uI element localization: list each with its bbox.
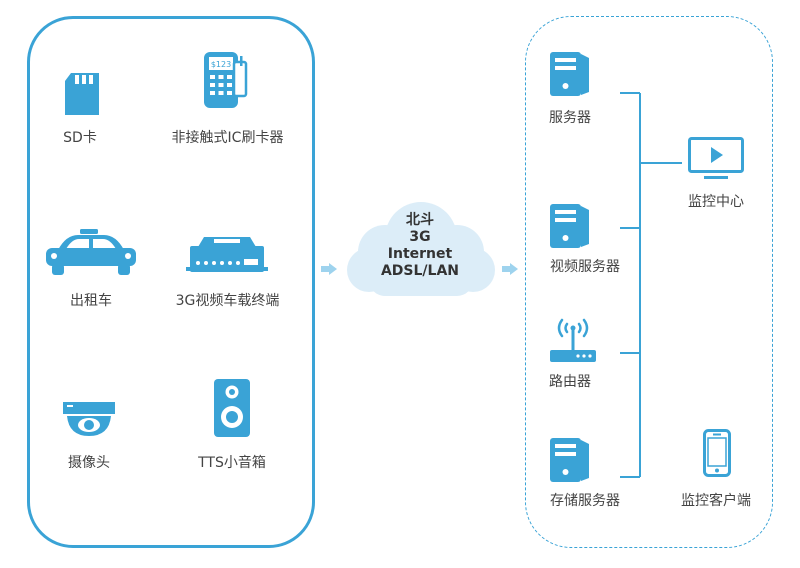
video-server-icon [550,204,590,248]
connector-lines [620,90,692,482]
arrow-right-icon [321,263,337,275]
camera-icon [63,402,115,438]
sd-card-icon [65,73,99,115]
router-icon [548,314,598,364]
cloud-icon [345,196,497,302]
monitor-icon [688,137,744,181]
card-reader-screen-text: $123 [211,60,231,69]
center-label-video-server: 视频服务器 [550,259,620,275]
center-label-storage-server: 存储服务器 [550,493,620,509]
center-label-server: 服务器 [549,110,591,126]
mobile-client-icon [703,429,731,477]
cloud-line-3g: 3G [409,229,431,245]
storage-server-icon [550,438,590,482]
terminal-label-ic-card-reader: 非接触式IC刷卡器 [171,130,284,146]
client-label-monitoring-center: 监控中心 [688,194,744,210]
cloud-network-labels: 北斗 3G Internet ADSL/LAN [350,212,490,280]
terminal-label-vehicle-terminal: 3G视频车载终端 [175,293,280,309]
server-icon [550,52,590,96]
terminal-label-camera: 摄像头 [68,455,110,471]
monitoring-center-panel [525,16,773,548]
client-label-monitoring-client: 监控客户端 [681,493,751,509]
terminal-label-sd-card: SD卡 [63,130,97,146]
arrow-right-icon [502,263,518,275]
cloud-line-internet: Internet [387,246,453,262]
terminal-devices-panel [27,16,315,548]
speaker-icon [214,379,250,437]
vehicle-terminal-icon [186,237,268,275]
taxi-icon [44,228,138,278]
cloud-line-beidou: 北斗 [406,212,434,228]
card-reader-icon: $123 [204,52,250,108]
terminal-label-taxi: 出租车 [70,293,112,309]
cloud-line-adsl-lan: ADSL/LAN [380,263,460,279]
center-label-router: 路由器 [549,374,591,390]
terminal-label-tts-speaker: TTS小音箱 [198,455,266,471]
